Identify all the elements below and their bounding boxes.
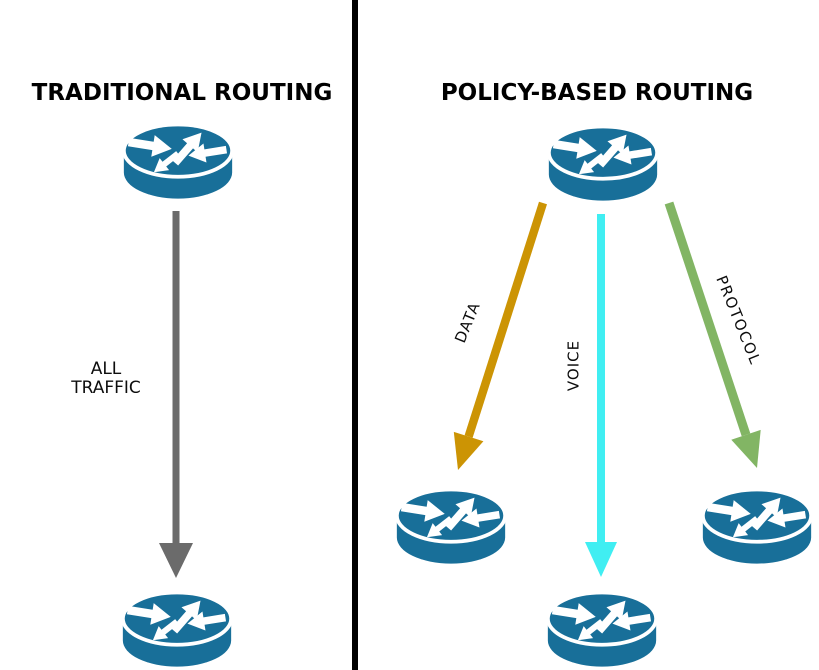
arrow-shaft bbox=[597, 214, 605, 544]
panel-divider bbox=[352, 0, 358, 670]
policy-based-routing-title: POLICY-BASED ROUTING bbox=[440, 80, 754, 106]
voice-arrow bbox=[585, 214, 617, 577]
arrow-shaft bbox=[464, 201, 547, 438]
data-arrow bbox=[453, 201, 547, 470]
pbr-source-router-icon bbox=[546, 124, 660, 204]
pbr-voice-destination-router-icon bbox=[545, 590, 659, 670]
pbr-protocol-destination-router-icon bbox=[700, 487, 814, 567]
all-traffic-arrow bbox=[159, 211, 193, 578]
all-traffic-label: ALL TRAFFIC bbox=[71, 359, 141, 398]
arrow-head bbox=[159, 543, 193, 578]
arrow-head bbox=[585, 542, 617, 577]
arrow-shaft bbox=[664, 201, 751, 437]
arrow-head bbox=[731, 429, 761, 468]
voice-label: VOICE bbox=[564, 339, 583, 392]
arrow-shaft bbox=[172, 211, 180, 544]
pbr-data-destination-router-icon bbox=[394, 487, 508, 567]
traditional-source-router-icon bbox=[121, 122, 235, 202]
traditional-routing-title: TRADITIONAL ROUTING bbox=[31, 80, 333, 106]
arrow-head bbox=[453, 431, 484, 470]
traditional-destination-router-icon bbox=[120, 590, 234, 670]
protocol-arrow bbox=[664, 201, 761, 468]
